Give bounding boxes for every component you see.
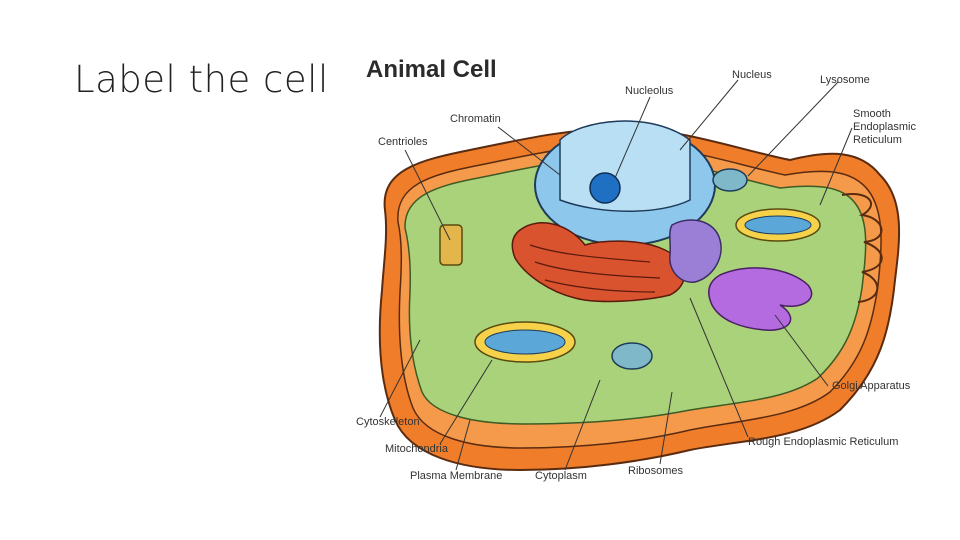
nucleolus: [589, 172, 621, 204]
nucleus-cutaway: [559, 120, 691, 212]
lysosome-bottom: [611, 342, 653, 370]
rough-er: [511, 222, 686, 303]
smooth-er: [841, 193, 883, 303]
label-chromatin: Chromatin: [450, 113, 501, 125]
label-centrioles: Centrioles: [378, 136, 428, 148]
label-nucleolus: Nucleolus: [625, 85, 674, 97]
smooth-er-purple: [669, 219, 722, 283]
diagram-title: Animal Cell: [366, 56, 497, 83]
centriole: [439, 224, 463, 266]
label-plasma-membrane: Plasma Membrane: [410, 470, 503, 482]
lysosome-top: [712, 168, 748, 192]
label-lysosome: Lysosome: [820, 74, 870, 86]
slide-title: Label the cell: [74, 58, 329, 101]
label-ribosomes: Ribosomes: [628, 465, 684, 477]
label-golgi: Golgi Apparatus: [832, 380, 911, 392]
golgi-apparatus: [707, 267, 813, 331]
label-cytoskeleton: Cytoskeleton: [356, 416, 420, 428]
label-smooth-er-1: Smooth: [853, 108, 891, 120]
label-mitochondria: Mitochondria: [385, 443, 448, 455]
mitochondria-right-inner: [744, 215, 812, 235]
label-nucleus: Nucleus: [732, 69, 772, 81]
rough-er-folds: [529, 244, 661, 293]
mitochondria-left-inner: [484, 329, 566, 355]
label-cytoplasm: Cytoplasm: [535, 470, 587, 482]
leader-lines: [379, 79, 853, 471]
label-rough-er: Rough Endoplasmic Reticulum: [748, 436, 899, 448]
label-smooth-er-3: Reticulum: [853, 134, 902, 146]
label-smooth-er-2: Endoplasmic: [853, 121, 916, 133]
